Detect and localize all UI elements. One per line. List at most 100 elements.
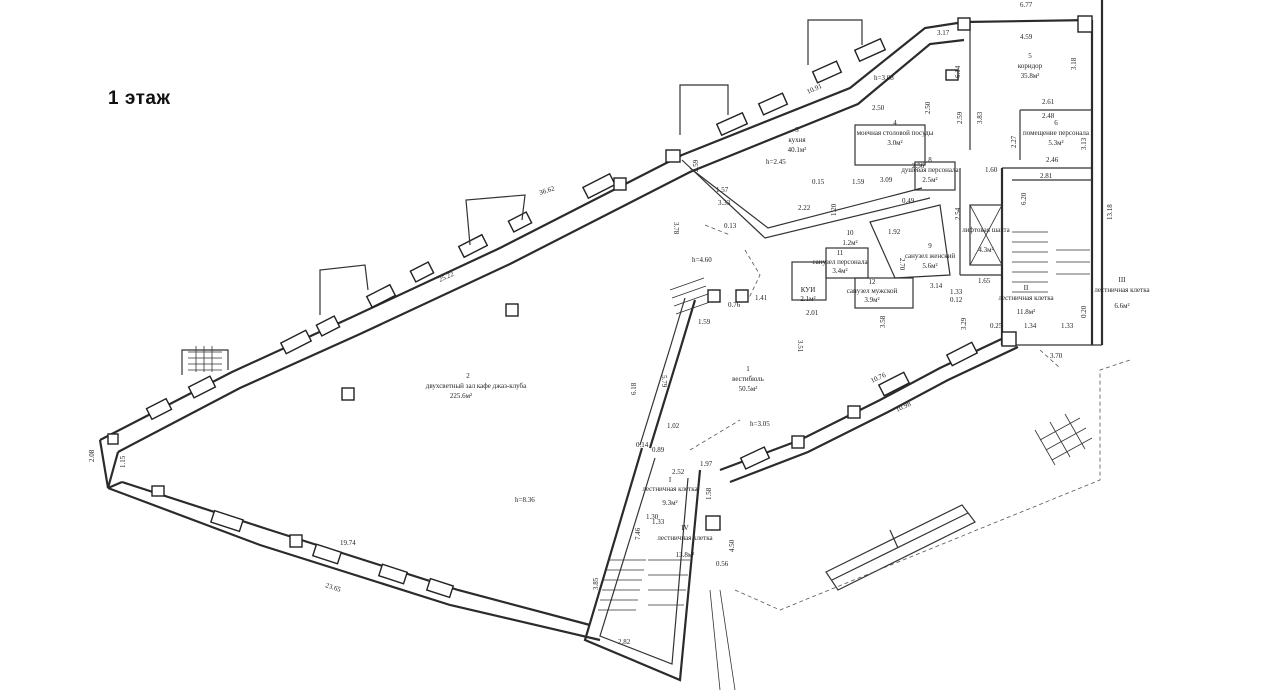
dim-label: 1.15	[119, 455, 127, 468]
dim-label: 2.27	[1010, 135, 1018, 148]
floor-title: 1 этаж	[108, 88, 171, 109]
dim-label: 3.17	[937, 29, 950, 37]
room-I-id: I	[669, 476, 672, 484]
dim-label: 2.50	[924, 101, 932, 114]
window-bays	[181, 19, 863, 375]
dim-label: 3.51	[796, 340, 804, 353]
height-label: h=2.45	[766, 158, 786, 166]
room-1-id: 1	[746, 365, 750, 373]
room-3-id: 3	[795, 126, 799, 134]
room-2-name: двухсветный зал кафе джаз-клуба	[426, 382, 527, 390]
height-label: h=3.05	[750, 420, 770, 428]
room-9-id: 9	[928, 242, 932, 250]
room-12-name: санузел мужской	[847, 287, 898, 295]
room-6-id: 6	[1054, 119, 1058, 127]
room-kui-id: КУИ	[801, 286, 816, 294]
dim-label: 1.02	[667, 422, 680, 430]
room-5-id: 5	[1028, 52, 1032, 60]
dim-label: 3.83	[976, 111, 984, 124]
room-6-name: помещение персонала	[1023, 129, 1090, 137]
dim-label: 0.15	[812, 178, 825, 186]
room-10-area: 1.2м²	[842, 239, 857, 247]
room-IV-id: IV	[681, 524, 688, 532]
dim-label: 1.33	[950, 288, 963, 296]
dim-label: 2.82	[618, 638, 631, 646]
dim-label: 1.97	[700, 460, 713, 468]
dim-label: 2.08	[88, 449, 96, 462]
dim-label: 0.14	[636, 441, 649, 449]
room-1-name: вестибюль	[732, 375, 764, 383]
dim-label: 6.14	[954, 65, 962, 78]
room-12-area: 3.9м²	[864, 296, 879, 304]
dim-label: 1.59	[852, 178, 865, 186]
room-8-area: 2.5м²	[922, 176, 937, 184]
dim-label: 3.18	[1070, 57, 1078, 70]
dim-label: 1.57	[716, 186, 729, 194]
dim-label: 2.70	[898, 258, 906, 271]
dim-label: 6.20	[1020, 192, 1028, 205]
dim-label: 5.79	[660, 375, 668, 388]
dim-label: 2.54	[954, 207, 962, 220]
dim-label: 2.56	[912, 162, 925, 170]
outer-walls	[98, 0, 1104, 682]
dim-label: 0.12	[950, 296, 963, 304]
dim-label: 2.22	[798, 204, 811, 212]
dim-label: 1.60	[985, 166, 998, 174]
room-4-name: моечная столовой посуды	[857, 129, 934, 137]
dim-label: 0.13	[724, 222, 737, 230]
dim-label: 3.58	[879, 315, 887, 328]
dim-label: 3.13	[1080, 137, 1088, 150]
room-III-area: 6.6м²	[1114, 302, 1129, 310]
dim-label: 1.59	[698, 318, 711, 326]
room-5-area: 35.8м²	[1021, 72, 1040, 80]
dim-label: 2.48	[1042, 112, 1055, 120]
dim-label: 0.89	[652, 446, 665, 454]
room-IV-area: 13.8м²	[676, 551, 695, 559]
room-8-id: 8	[928, 156, 932, 164]
dim-label: 19.74	[340, 539, 356, 547]
room-12-id: 12	[869, 278, 877, 286]
dim-label: 10.98	[894, 400, 912, 414]
dim-label: 1.33	[1061, 322, 1074, 330]
room-10-id: 10	[847, 229, 855, 237]
dim-label: 1.58	[705, 487, 713, 500]
dim-label: 3.33	[718, 199, 731, 207]
room-11-id: 11	[837, 249, 844, 257]
height-labels: h=3.08 h=2.45 h=3.05 h=8.36 h=4.60	[515, 74, 894, 504]
dim-label: 1.41	[755, 294, 768, 302]
room-9-name: санузел женский	[905, 252, 956, 260]
dim-label: 1.92	[888, 228, 901, 236]
dim-label: 1.33	[652, 518, 665, 526]
room-11-name: санузел персонала	[812, 258, 868, 266]
room-4-area: 3.0м²	[887, 139, 902, 147]
room-II-id: II	[1024, 284, 1029, 292]
dim-label: 0.49	[902, 197, 915, 205]
height-label: h=4.60	[692, 256, 712, 264]
room-IV-name: лестничная клетка	[657, 534, 713, 542]
dim-label: 3.14	[930, 282, 943, 290]
dim-label: 2.46	[1046, 156, 1059, 164]
room-II-area: 11.8м²	[1017, 308, 1036, 316]
room-I-name: лестничная клетка	[642, 485, 698, 493]
dim-label: 23.65	[324, 581, 342, 594]
room-kui-area: 2.1м²	[800, 295, 815, 303]
dim-label: 3.78	[672, 222, 680, 235]
dimension-labels: 6.77 4.59 3.17 3.18 2.61 2.48 2.46 2.81 …	[88, 1, 1114, 646]
entrance-ramp	[689, 224, 1131, 691]
room-6-area: 5.3м²	[1048, 139, 1063, 147]
room-III-id: III	[1119, 276, 1127, 284]
stairs	[188, 204, 1093, 611]
dim-label: 2.50	[872, 104, 885, 112]
dim-label: 4.50	[728, 539, 736, 552]
dim-label: 0.76	[728, 301, 741, 309]
dim-label: 1.20	[830, 203, 838, 216]
dim-label: 6.18	[630, 382, 638, 395]
dim-label: 36.62	[538, 184, 556, 197]
dim-label: 3.85	[592, 577, 600, 590]
dim-label: 3.70	[1050, 352, 1063, 360]
room-1-area: 50.5м²	[739, 385, 758, 393]
dim-label: 2.59	[692, 159, 700, 172]
dim-label: 1.65	[978, 277, 991, 285]
height-label: h=3.08	[874, 74, 894, 82]
